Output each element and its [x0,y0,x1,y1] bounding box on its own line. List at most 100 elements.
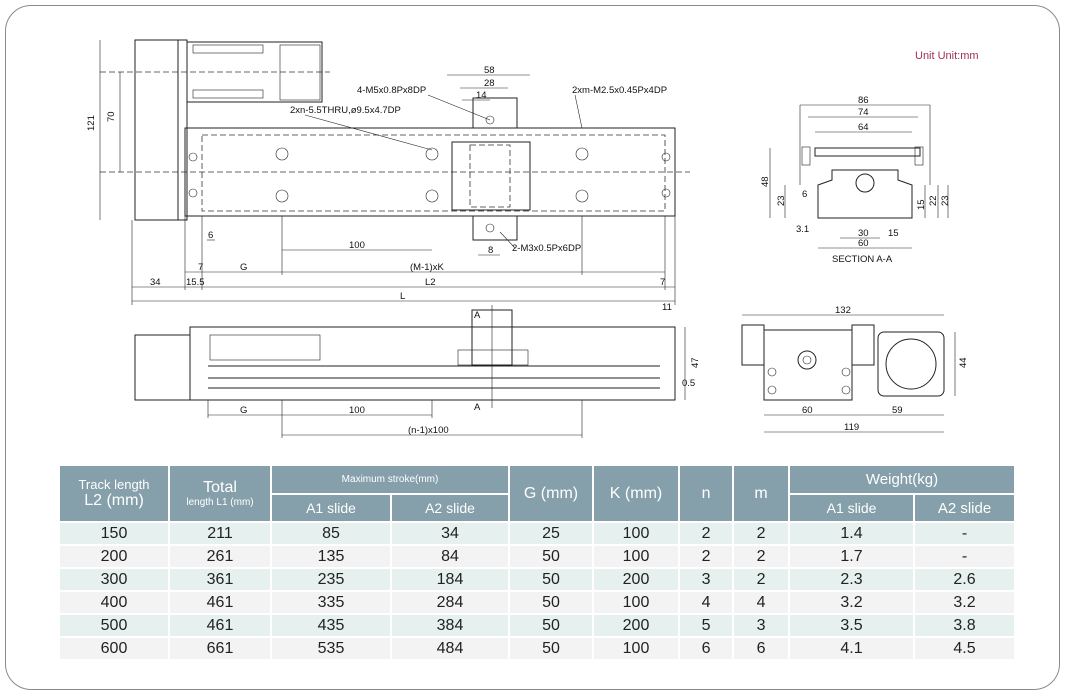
table-cell: 200 [594,615,679,638]
table-cell: - [915,523,1015,546]
table-cell: 6 [680,638,733,661]
section-marker-top: A [474,310,481,321]
header-k: K (mm) [594,466,679,523]
dim-15-bottom: 15 [888,228,899,239]
table-cell: 5 [680,615,733,638]
table-cell: 4 [680,592,733,615]
dim-mk: (M-1)xK [410,262,444,273]
callout-m25: 2xm-M2.5x0.45Px4DP [572,85,667,96]
table-cell: 4 [734,592,789,615]
table-cell: 335 [272,592,390,615]
dim-70: 70 [106,111,117,122]
table-cell: 50 [510,615,593,638]
table-cell: 84 [392,546,509,569]
callout-m5: 4-M5x0.8Px8DP [357,85,426,96]
header-stroke-a2: A2 slide [392,495,509,523]
table-cell: 50 [510,569,593,592]
table-cell: 2.3 [790,569,914,592]
table-cell: 135 [272,546,390,569]
table-cell: 184 [392,569,509,592]
table-cell: 400 [60,592,168,615]
dim-14: 14 [476,90,487,101]
dim-60-section: 60 [858,238,869,249]
table-cell: 435 [272,615,390,638]
dim-86: 86 [858,95,869,106]
dim-11: 11 [662,302,672,313]
table-cell: 461 [170,615,270,638]
table-cell: 461 [170,592,270,615]
dim-23-right: 23 [940,195,951,206]
table-cell: 85 [272,523,390,546]
dim-6: 6 [208,230,213,241]
dim-100: 100 [349,240,365,251]
table-cell: 4.5 [915,638,1015,661]
dim-64: 64 [858,122,869,133]
table-cell: 50 [510,592,593,615]
table-cell: 2 [734,546,789,569]
table-cell: 2 [680,546,733,569]
dim-74: 74 [858,107,869,118]
dim-121: 121 [86,115,97,131]
dim-7-left: 7 [198,262,203,273]
dim-l2: L2 [425,277,436,288]
table-cell: 235 [272,569,390,592]
dim-100-side: 100 [349,405,365,416]
header-weight-a1: A1 slide [790,495,914,523]
header-g: G (mm) [510,466,593,523]
table-cell: - [915,546,1015,569]
table-cell: 284 [392,592,509,615]
page-frame [5,5,1060,690]
table-cell: 50 [510,638,593,661]
table-cell: 3.2 [915,592,1015,615]
table-cell: 100 [594,638,679,661]
header-n: n [680,466,733,523]
table-cell: 211 [170,523,270,546]
dim-15-5: 15.5 [186,277,205,288]
dim-28: 28 [484,78,495,89]
dim-15-right: 15 [916,199,927,210]
unit-label: Unit Unit:mm [915,50,979,62]
dim-8: 8 [488,245,493,256]
dim-59: 59 [892,405,903,416]
table-cell: 34 [392,523,509,546]
dim-l: L [400,291,405,302]
dim-58: 58 [484,65,495,76]
dim-34: 34 [150,277,161,288]
dim-22: 22 [928,195,939,206]
table-cell: 600 [60,638,168,661]
table-cell: 100 [594,546,679,569]
header-weight-a2: A2 slide [915,495,1015,523]
dim-g: G [240,262,247,273]
table-cell: 2 [734,569,789,592]
table-cell: 200 [594,569,679,592]
table-cell: 500 [60,615,168,638]
dim-23-left: 23 [776,195,787,206]
table-cell: 4.1 [790,638,914,661]
table-cell: 50 [510,546,593,569]
dim-3-1: 3.1 [796,224,809,235]
table-cell: 100 [594,592,679,615]
table-cell: 300 [60,569,168,592]
table-cell: 2 [680,523,733,546]
dim-47: 47 [690,357,701,368]
table-cell: 3 [734,615,789,638]
dim-48: 48 [760,176,771,187]
table-cell: 1.4 [790,523,914,546]
table-cell: 1.7 [790,546,914,569]
section-marker-bottom: A [474,402,481,413]
dim-6-section: 6 [802,189,807,200]
technical-drawing: 121 70 58 28 14 4-M5x0.8Px8DP 2xn-5.5THR… [86,39,969,438]
table-cell: 484 [392,638,509,661]
top-view: 121 70 58 28 14 4-M5x0.8Px8DP 2xn-5.5THR… [86,39,690,313]
section-a-a: 86 74 64 48 6 23 3.1 15 22 23 30 15 60 S… [760,95,951,265]
header-weight: Weight(kg) [790,466,1015,495]
